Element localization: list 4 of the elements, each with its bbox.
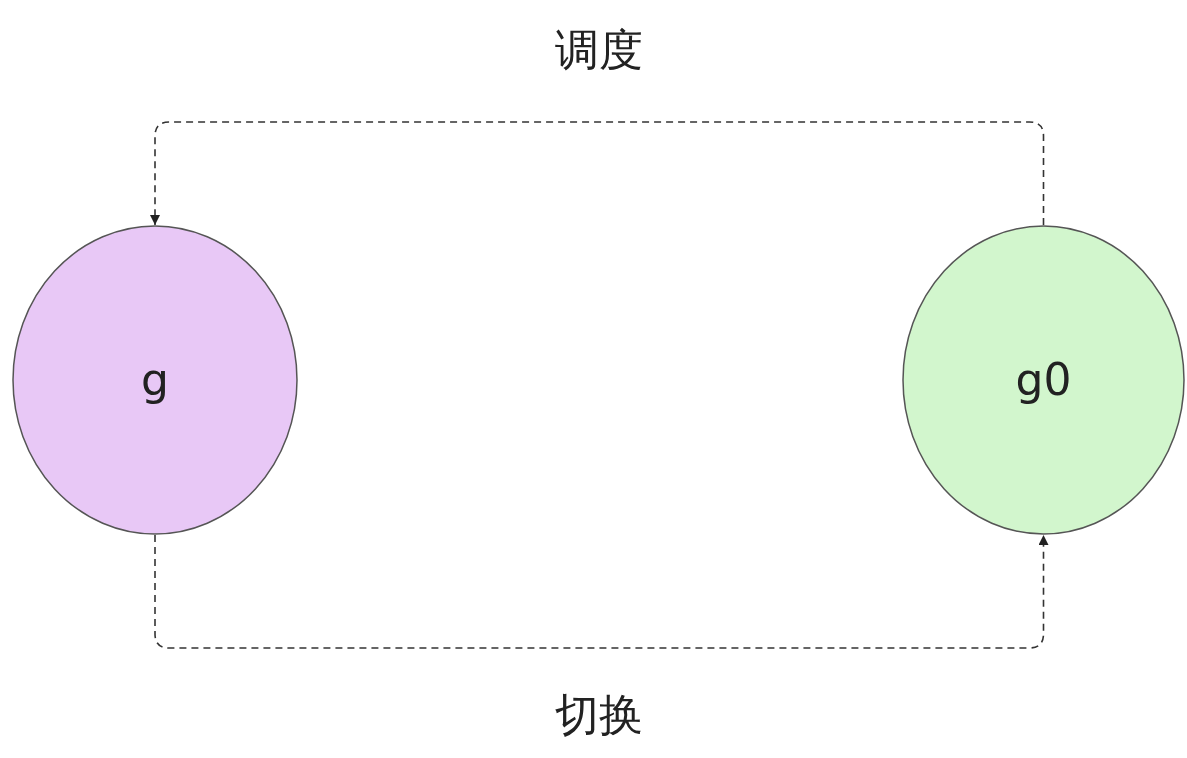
node-label: g [140, 358, 170, 402]
arrow [150, 121, 1045, 226]
arrow [154, 534, 1049, 649]
node-label: g0 [1014, 358, 1073, 402]
